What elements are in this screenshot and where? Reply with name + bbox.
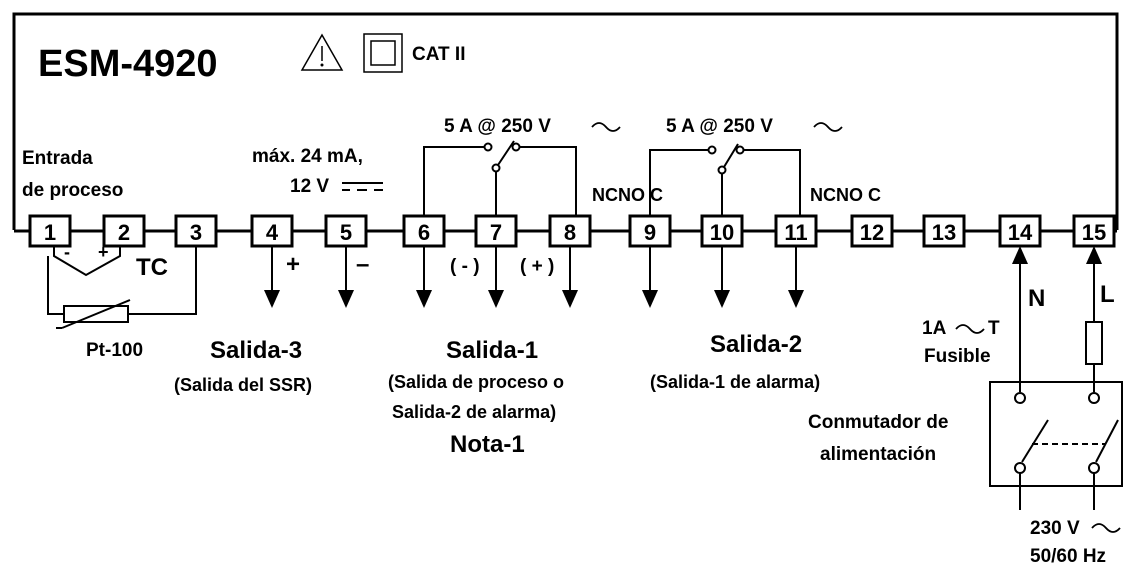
terminal-8: 8	[548, 214, 592, 248]
switch-label-line1: Conmutador de	[808, 412, 948, 433]
down-arrow-icon	[562, 290, 578, 308]
terminal-number: 14	[1008, 220, 1033, 245]
terminal-13: 13	[922, 214, 966, 248]
rtd-sensor	[47, 246, 197, 329]
terminal-number: 11	[784, 220, 807, 245]
terminal-11: 11	[774, 214, 818, 248]
input-label-line1: Entrada	[22, 148, 93, 169]
ssr-plus-sign: +	[286, 251, 300, 278]
double-insulation-icon	[363, 33, 403, 73]
down-arrow-icon	[338, 290, 354, 308]
out1-plus-sign: ( + )	[520, 256, 554, 277]
terminal-number: 9	[644, 220, 656, 245]
down-arrow-icon	[264, 290, 280, 308]
output-arrows	[264, 246, 804, 308]
power-wiring	[989, 252, 1123, 510]
fuse-rating-a-label: 1A	[922, 318, 947, 339]
output2-subtitle: (Salida-1 de alarma)	[650, 372, 820, 392]
output1-subtitle-line2: Salida-2 de alarma)	[392, 402, 556, 422]
ssr-current-label: máx. 24 mA,	[252, 146, 363, 167]
supply-voltage-label: 230 V	[1030, 518, 1080, 539]
fuse-rating-t-label: T	[988, 318, 1000, 339]
down-arrow-icon	[642, 290, 658, 308]
relay1-contact	[423, 140, 577, 216]
rtd-label: Pt-100	[86, 340, 143, 361]
terminal-7: 7	[474, 214, 518, 248]
terminal-14: 14	[998, 214, 1042, 248]
terminal-15: 15	[1072, 214, 1116, 248]
neutral-arrow-icon	[1012, 246, 1028, 264]
terminal-12: 12	[850, 214, 894, 248]
terminal-number: 3	[190, 220, 202, 245]
terminal-box	[402, 214, 446, 248]
terminal-box	[250, 214, 294, 248]
output1-title: Salida-1	[446, 337, 538, 364]
contacts1-label: NCNO C	[592, 185, 663, 205]
terminal-number: 15	[1082, 220, 1106, 245]
switch-label-line2: alimentación	[820, 444, 936, 465]
neutral-label: N	[1028, 285, 1045, 312]
tc-minus-sign: -	[64, 242, 70, 262]
terminal-number: 5	[340, 220, 352, 245]
output3-subtitle: (Salida del SSR)	[174, 375, 312, 395]
terminal-box	[1072, 214, 1116, 248]
down-arrow-icon	[416, 290, 432, 308]
terminal-number: 2	[118, 220, 130, 245]
terminal-5: 5	[324, 214, 368, 248]
fuse-label: Fusible	[924, 346, 991, 367]
terminal-10: 10	[700, 214, 744, 248]
down-arrow-icon	[788, 290, 804, 308]
warning-icon	[300, 33, 344, 71]
terminal-box	[548, 214, 592, 248]
terminal-number: 10	[710, 220, 734, 245]
relay1-rating-label: 5 A @ 250 V	[444, 116, 551, 137]
ac-wave-icon	[813, 122, 843, 132]
relay2-rating-label: 5 A @ 250 V	[666, 116, 773, 137]
terminal-number: 12	[860, 220, 884, 245]
terminal-number: 13	[932, 220, 956, 245]
terminal-4: 4	[250, 214, 294, 248]
tc-sensor	[53, 246, 121, 277]
ssr-voltage-label: 12 V	[290, 176, 329, 197]
down-arrow-icon	[488, 290, 504, 308]
line-arrow-icon	[1086, 246, 1102, 264]
terminal-box	[102, 214, 146, 248]
ac-wave-icon	[1091, 523, 1121, 533]
device-outline	[12, 12, 1119, 230]
terminal-box	[922, 214, 966, 248]
note-label: Nota-1	[450, 431, 525, 458]
terminal-6: 6	[402, 214, 446, 248]
terminal-box	[850, 214, 894, 248]
output1-subtitle-line1: (Salida de proceso o	[388, 372, 564, 392]
terminal-box	[28, 214, 72, 248]
out1-minus-sign: ( - )	[450, 256, 480, 277]
tc-plus-sign: +	[98, 242, 109, 262]
input-label-line2: de proceso	[22, 180, 123, 201]
down-arrow-icon	[714, 290, 730, 308]
ssr-minus-sign: –	[356, 251, 369, 278]
output2-title: Salida-2	[710, 331, 802, 358]
contacts2-label: NCNO C	[810, 185, 881, 205]
terminal-number: 6	[418, 220, 430, 245]
supply-frequency-label: 50/60 Hz	[1030, 546, 1106, 567]
tc-label: TC	[136, 254, 168, 281]
terminal-number: 8	[564, 220, 576, 245]
line-label: L	[1100, 281, 1115, 308]
output3-title: Salida-3	[210, 337, 302, 364]
model-title: ESM-4920	[38, 43, 218, 85]
terminal-1: 1	[28, 214, 72, 248]
category-label: CAT II	[412, 44, 465, 65]
ac-wave-icon	[591, 122, 621, 132]
terminal-number: 4	[266, 220, 279, 245]
terminal-3: 3	[174, 214, 218, 248]
terminal-number: 1	[44, 220, 56, 245]
dc-symbol-icon	[342, 182, 383, 191]
ac-wave-icon	[955, 324, 985, 334]
terminal-number: 7	[490, 220, 502, 245]
relay2-contact	[649, 143, 801, 216]
terminal-2: 2	[102, 214, 146, 248]
terminal-9: 9	[628, 214, 672, 248]
